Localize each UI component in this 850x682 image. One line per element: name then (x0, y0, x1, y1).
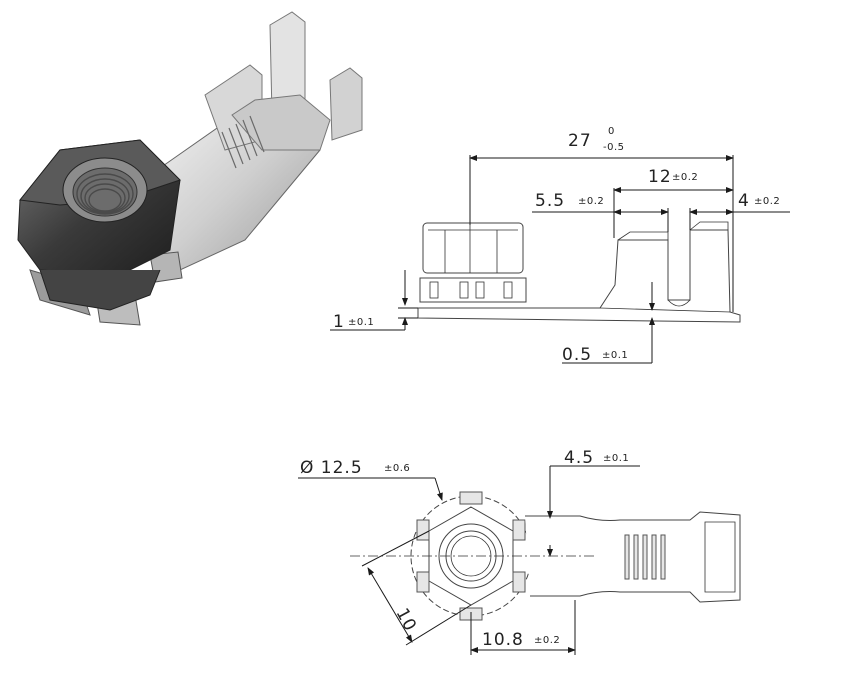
dim-end-width-tol: ±0.2 (754, 196, 780, 207)
dim-insulation-width: 5.5 (535, 191, 565, 211)
dim-ring-diameter: Ø 12.5 (300, 458, 363, 478)
dim-end-width: 4 (738, 191, 750, 211)
dim-material-thickness-tol: ±0.1 (602, 350, 628, 361)
isometric-view (17, 11, 363, 326)
dim-center-offset: 10.8 (482, 630, 524, 650)
dim-insulation-width-tol: ±0.2 (578, 196, 604, 207)
side-view-dimensions: 27 0 -0.5 12 ±0.2 5.5 ±0.2 4 ±0.2 1 ±0.1… (330, 126, 790, 365)
side-view (417, 221, 741, 323)
dim-base-thickness-tol: ±0.1 (348, 317, 374, 328)
dim-overall-length: 27 (568, 131, 592, 151)
dim-center-offset-tol: ±0.2 (534, 635, 560, 646)
dim-ring-diameter-tol: ±0.6 (384, 463, 410, 474)
dim-neck-width: 4.5 (564, 448, 594, 468)
dim-neck-width-tol: ±0.1 (603, 453, 629, 464)
dim-crimp-length-tol: ±0.2 (672, 172, 698, 183)
dim-overall-length-tol-lower: -0.5 (603, 142, 625, 153)
dim-material-thickness: 0.5 (562, 345, 592, 365)
top-view-dimensions: Ø 12.5 ±0.6 4.5 ±0.1 10 10.8 ±0.2 (298, 448, 640, 655)
dim-crimp-length: 12 (648, 167, 672, 187)
dim-base-thickness: 1 (333, 312, 345, 332)
dim-overall-length-tol-upper: 0 (608, 126, 615, 137)
dim-hex-size: 10 (392, 605, 421, 635)
